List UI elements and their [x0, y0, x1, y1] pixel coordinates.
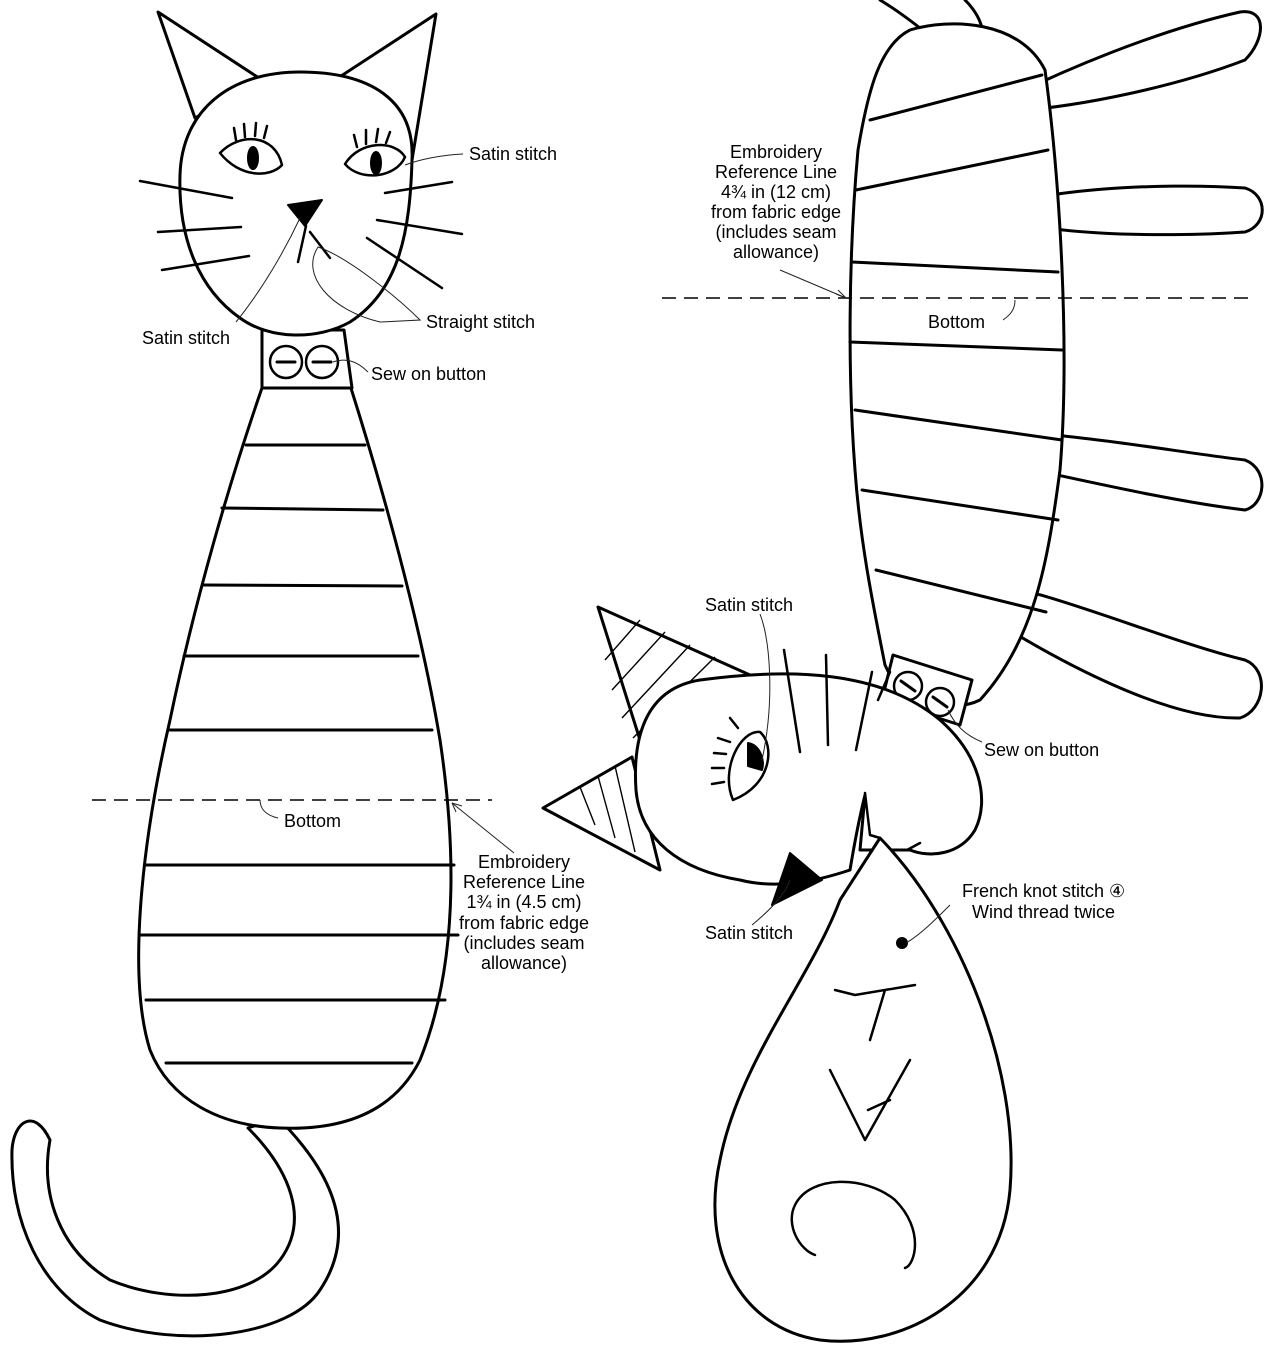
- right-cat-tail: [715, 838, 1011, 1341]
- right-ref-text-3: from fabric edge: [711, 202, 841, 222]
- right-ref-text-4: (includes seam: [715, 222, 836, 242]
- right-satin-nose-label: Satin stitch: [705, 923, 793, 943]
- right-ref-line-label: Embroidery Reference Line 4¾ in (12 cm) …: [711, 142, 841, 262]
- right-ref-text-5: allowance): [733, 242, 819, 262]
- left-ref-line-label: Embroidery Reference Line 1¾ in (4.5 cm)…: [459, 852, 589, 973]
- left-straight-label: Straight stitch: [426, 312, 535, 332]
- left-satin-nose-label: Satin stitch: [142, 328, 230, 348]
- right-wind-label: Wind thread twice: [972, 902, 1115, 922]
- left-ref-text-1: Reference Line: [463, 872, 585, 892]
- left-ref-text-0: Embroidery: [478, 852, 570, 872]
- right-ref-text-1: Reference Line: [715, 162, 837, 182]
- left-ref-text-5: allowance): [481, 953, 567, 973]
- left-ref-text-4: (includes seam: [463, 933, 584, 953]
- right-satin-eye-label: Satin stitch: [705, 595, 793, 615]
- right-cat: [543, 0, 1262, 1341]
- left-button-label: Sew on button: [371, 364, 486, 384]
- left-bottom-label: Bottom: [284, 811, 341, 831]
- left-ref-text-3: from fabric edge: [459, 913, 589, 933]
- right-button-label: Sew on button: [984, 740, 1099, 760]
- left-ref-text-2: 1¾ in (4.5 cm): [466, 892, 581, 912]
- right-cat-body: [850, 24, 1064, 706]
- left-cat: [12, 12, 514, 1336]
- french-knot-dot: [897, 938, 907, 948]
- left-cat-body: [139, 385, 451, 1128]
- left-satin-eye-label: Satin stitch: [469, 144, 557, 164]
- right-ref-text-2: 4¾ in (12 cm): [721, 182, 831, 202]
- right-french-knot-label: French knot stitch ④: [962, 881, 1125, 901]
- left-cat-tail: [12, 1118, 339, 1336]
- right-bottom-label: Bottom: [928, 312, 985, 332]
- right-ref-text-0: Embroidery: [730, 142, 822, 162]
